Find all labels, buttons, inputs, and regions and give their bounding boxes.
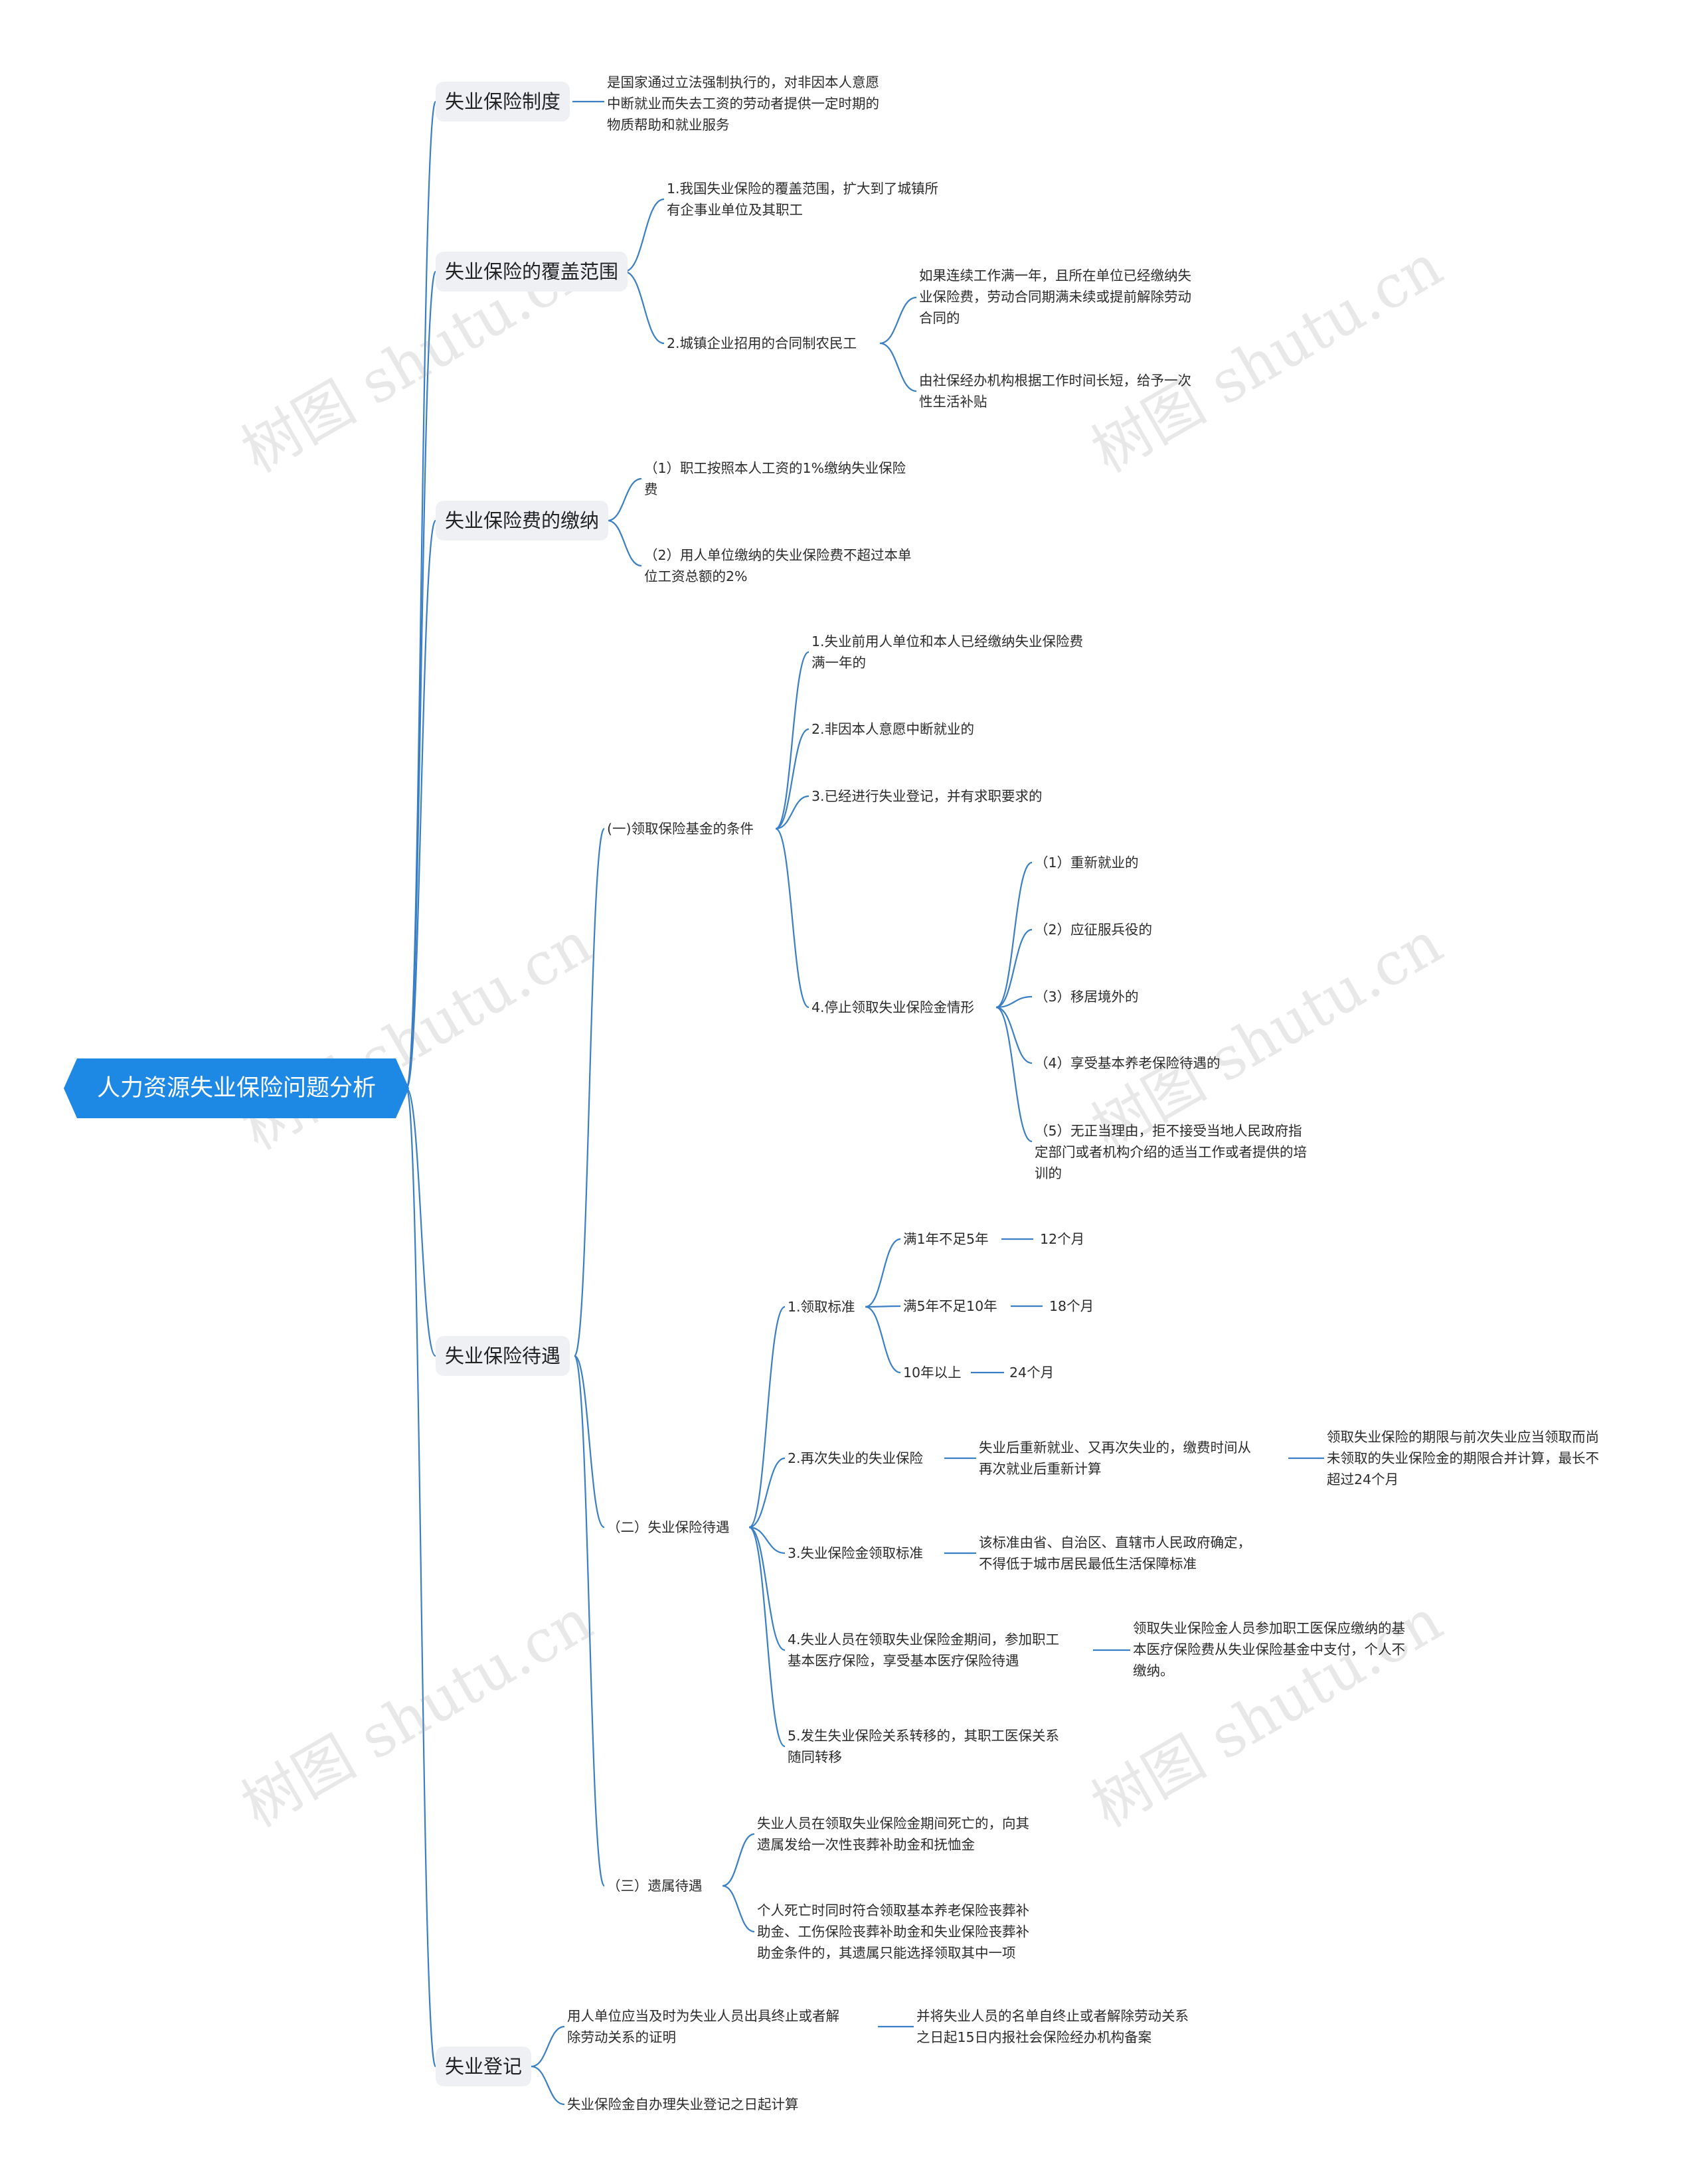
branch-benefits[interactable]: 失业保险待遇 [436,1336,570,1376]
medical-insurance[interactable]: 4.失业人员在领取失业保险金期间，参加职工基本医疗保险，享受基本医疗保险待遇 [788,1632,1060,1669]
connector-line [775,827,809,1009]
connector-line [879,342,917,392]
medical-insurance-payment: 领取失业保险金人员参加职工医保应缴纳的基本医疗保险费从失业保险基金中支付，个人不… [1133,1620,1405,1679]
connector-line [624,198,665,273]
system-definition: 是国家通过立法强制执行的，对非因本人意愿中断就业而失去工资的劳动者提供一定时期的… [607,74,879,133]
connector-line [865,1305,901,1374]
connector-line [865,1305,901,1308]
registration-certificate: 用人单位应当及时为失业人员出具终止或者解除劳动关系的证明 [567,2008,839,2045]
connector-line [531,2025,565,2068]
migrant-subsidy: 由社保经办机构根据工作时间长短，给予一次性生活补贴 [919,373,1191,410]
sub-benefits[interactable]: （二）失业保险待遇 [607,1519,730,1535]
connector-line [748,1305,786,1529]
connector-line [405,1087,437,2068]
connector-line [995,928,1033,1009]
root-shape [64,1058,409,1118]
re-unemployment-limit: 领取失业保险的期限与前次失业应当领取而尚未领取的失业保险金的期限合并计算，最长不… [1327,1429,1599,1487]
benefit-standard-rule: 该标准由省、自治区、直辖市人民政府确定，不得低于城市居民最低生活保障标准 [979,1535,1251,1572]
registration-start: 失业保险金自办理失业登记之日起计算 [567,2096,799,2112]
connector-line [995,861,1033,1009]
connector-line [995,1006,1033,1143]
contribution-employee: （1）职工按照本人工资的1%缴纳失业保险费 [644,460,906,497]
standard[interactable]: 1.领取标准 [788,1299,855,1315]
std-months-3: 24个月 [1009,1365,1055,1381]
connector-line [748,1457,786,1529]
condition-4[interactable]: 4.停止领取失业保险金情形 [811,999,975,1015]
branch-system[interactable]: 失业保险制度 [436,82,570,122]
survivor-b: 个人死亡时同时符合领取基本养老保险丧葬补助金、工伤保险丧葬补助金和失业保险丧葬补… [757,1902,1029,1961]
survivor-a: 失业人员在领取失业保险金期间死亡的，向其遗属发给一次性丧葬补助金和抚恤金 [757,1815,1029,1853]
connector-line [879,296,917,345]
connector-line [722,1833,755,1887]
benefit-standard[interactable]: 3.失业保险金领取标准 [788,1545,924,1561]
re-unemployment-rule: 失业后重新就业、又再次失业的，缴费时间从再次就业后重新计算 [979,1440,1251,1477]
connector-line [405,270,437,1090]
std-range-1: 满1年不足5年 [903,1231,989,1247]
contribution-employer: （2）用人单位缴纳的失业保险费不超过本单位工资总额的2% [644,547,912,584]
connector-line [573,827,606,1357]
condition-1: 1.失业前用人单位和本人已经缴纳失业保险费满一年的 [811,633,1084,671]
stop-case-4: （4）享受基本养老保险待遇的 [1035,1055,1221,1071]
connector-line [405,519,437,1090]
connector-line [405,1087,437,1357]
connector-line [775,728,809,830]
std-range-3: 10年以上 [903,1365,962,1381]
stop-case-3: （3）移居境外的 [1035,989,1139,1005]
connector-line [748,1526,786,1651]
stop-case-2: （2）应征服兵役的 [1035,922,1153,938]
connector-line [574,1355,605,1529]
connector-line [722,1885,755,1933]
root-node[interactable]: 人力资源失业保险问题分析 [64,1058,409,1118]
sub-survivor[interactable]: （三）遗属待遇 [607,1878,703,1894]
connector-line [531,2065,565,2106]
migrant-condition: 如果连续工作满一年，且所在单位已经缴纳失业保险费，劳动合同期满未续或提前解除劳动… [919,268,1191,326]
std-range-2: 满5年不足10年 [903,1298,997,1314]
connector-line [995,995,1033,1009]
condition-3: 3.已经进行失业登记，并有求职要求的 [811,788,1043,804]
connector-line [573,1355,606,1887]
connector-line [775,795,809,830]
connector-line [775,651,809,830]
std-months-2: 18个月 [1049,1298,1094,1314]
transfer: 5.发生失业保险关系转移的，其职工医保关系随同转移 [788,1728,1060,1765]
branch-contribution[interactable]: 失业保险费的缴纳 [436,501,609,541]
re-unemployment[interactable]: 2.再次失业的失业保险 [788,1450,924,1466]
std-months-1: 12个月 [1040,1231,1085,1247]
connector-line [607,477,642,522]
connector-line [995,1006,1033,1064]
stop-case-5: （5）无正当理由，拒不接受当地人民政府指定部门或者机构介绍的适当工作或者提供的培… [1035,1123,1307,1181]
connector-line [607,519,642,567]
stop-case-1: （1）重新就业的 [1035,855,1139,871]
coverage-item-2: 2.城镇企业招用的合同制农民工 [667,335,857,351]
sub-conditions[interactable]: (一)领取保险基金的条件 [607,821,754,837]
connector-line [865,1238,901,1308]
root-title: 人力资源失业保险问题分析 [96,1075,376,1102]
branch-coverage[interactable]: 失业保险的覆盖范围 [436,252,628,292]
connector-line [624,270,665,345]
connector-line [748,1526,786,1748]
connector-line [405,100,437,1090]
branch-registration[interactable]: 失业登记 [436,2047,532,2086]
registration-filing: 并将失业人员的名单自终止或者解除劳动关系之日起15日内报社会保险经办机构备案 [916,2008,1189,2045]
condition-2: 2.非因本人意愿中断就业的 [811,721,975,737]
connector-line [748,1526,786,1554]
coverage-item-1: 1.我国失业保险的覆盖范围，扩大到了城镇所有企事业单位及其职工 [667,181,939,218]
